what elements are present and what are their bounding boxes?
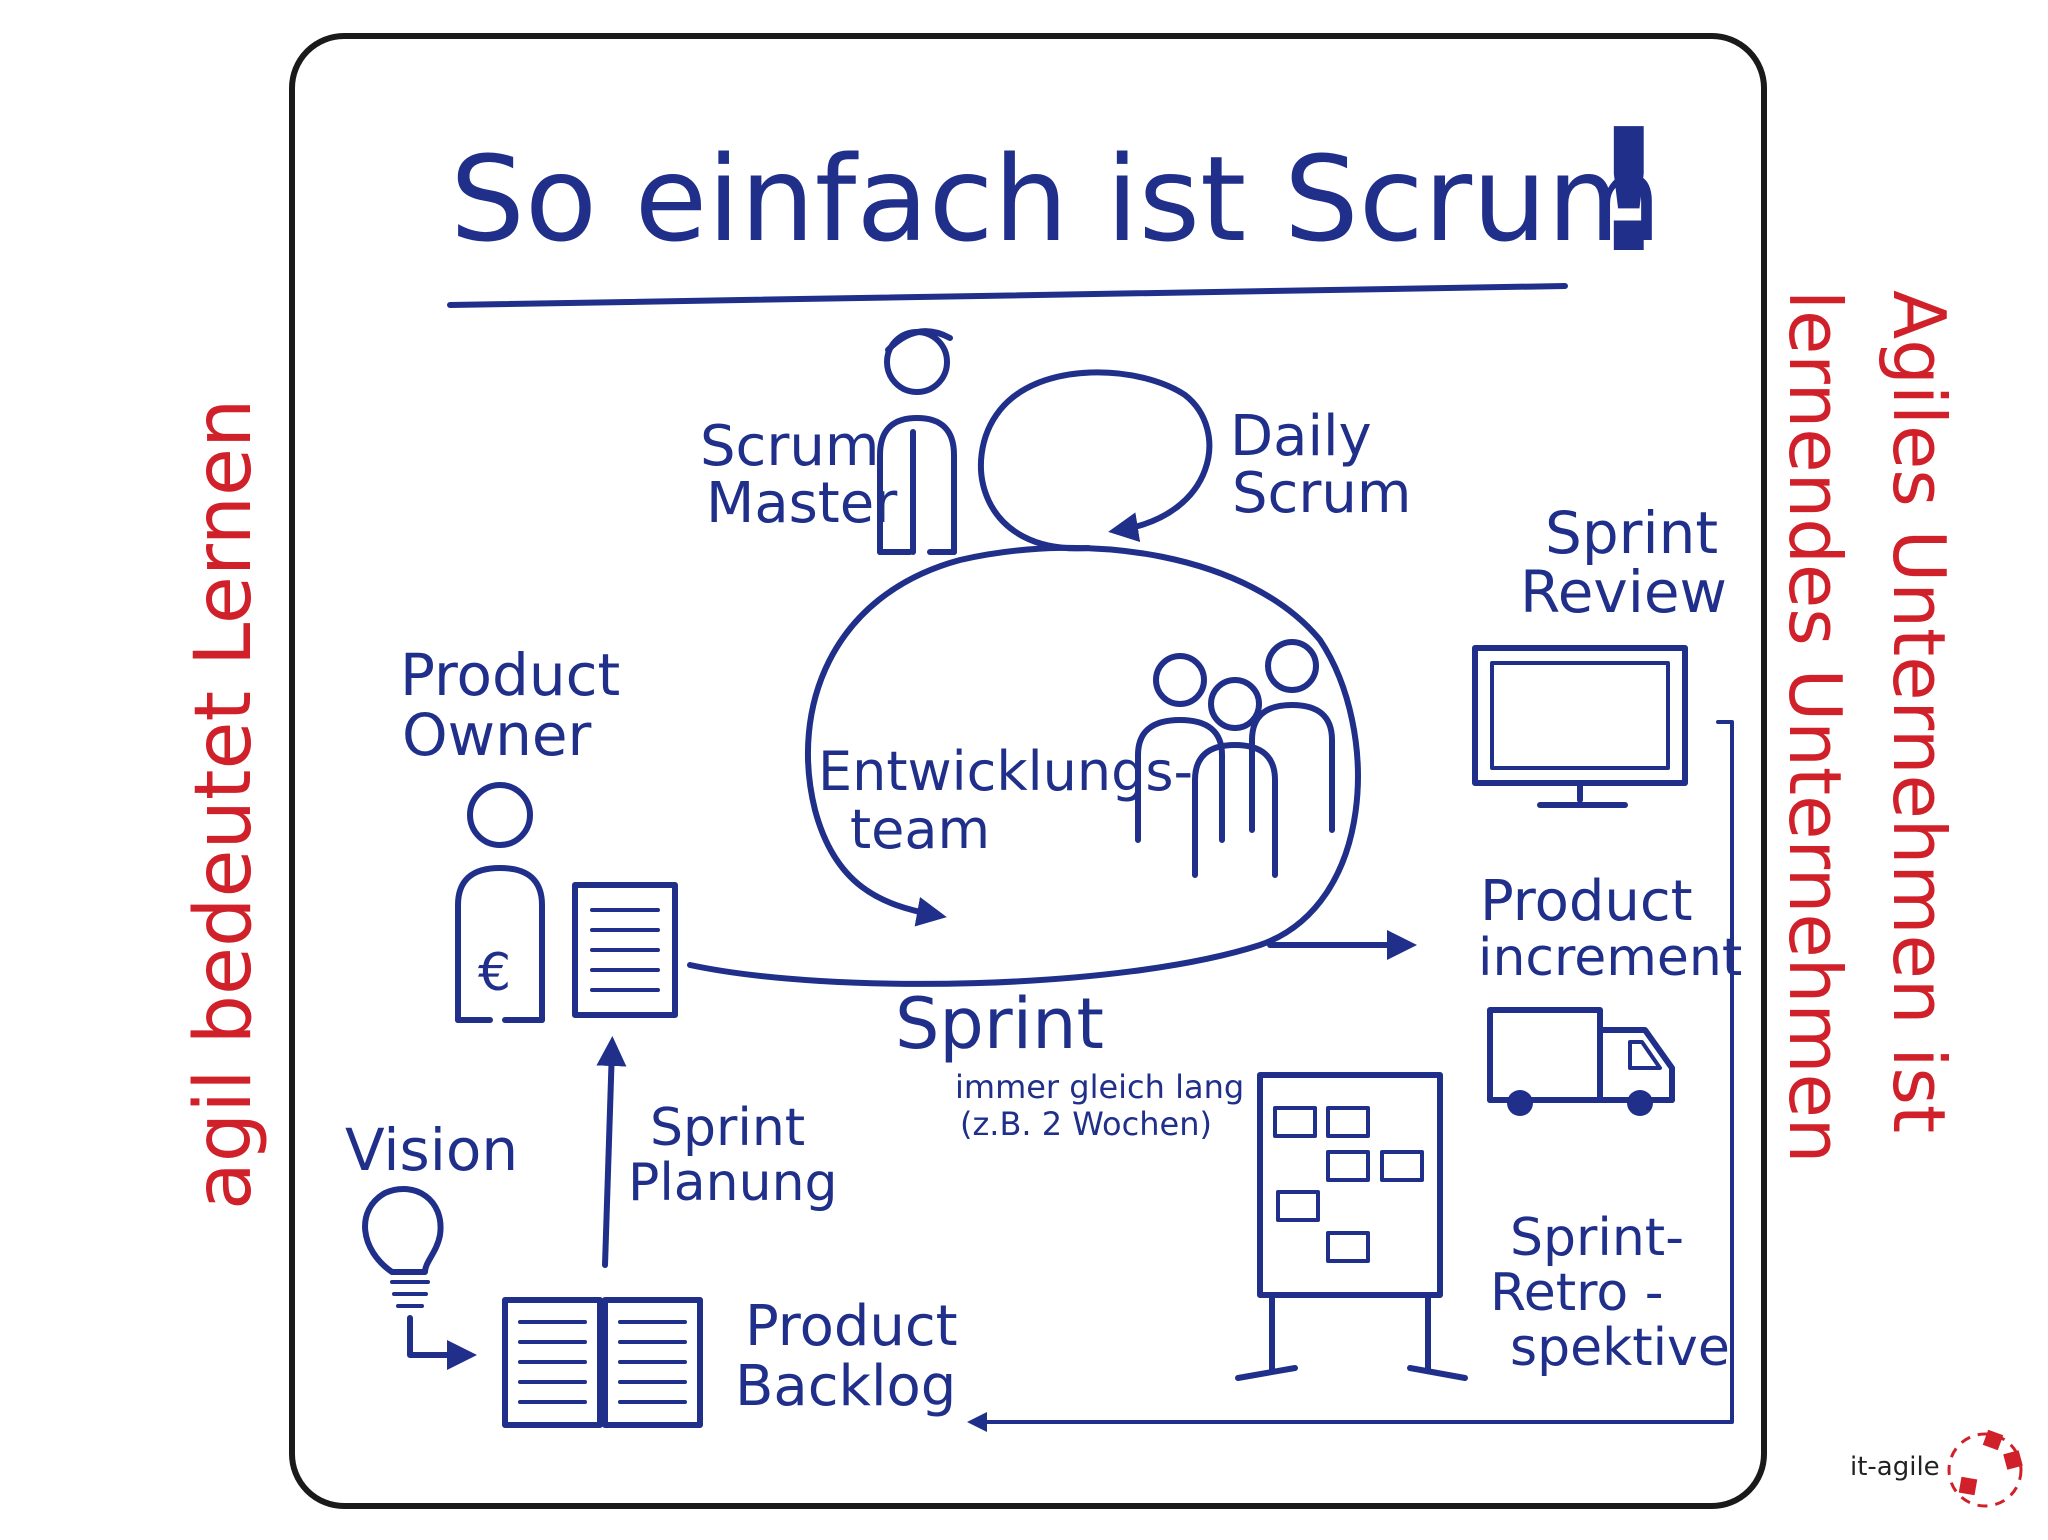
product-increment-label-1: Product [1480,869,1693,934]
sprint-review-label-1: Sprint [1545,499,1718,567]
product-owner-label-1: Product [400,641,620,709]
sprint-planning-label-1: Sprint [650,1098,805,1158]
daily-scrum-label-1: Daily [1230,404,1372,469]
retro-label-3: spektive [1510,1318,1730,1378]
logo-text: it-agile [1850,1452,1940,1482]
dev-team-label-2: team [850,798,990,861]
product-increment-label-2: increment [1478,928,1742,988]
monitor-icon [1472,645,1688,808]
product-owner-label-2: Owner [402,701,592,769]
dev-team-label-1: Entwicklungs- [818,740,1193,803]
diagram-frame [289,33,1767,1509]
sprint-planning-arrow [596,1036,627,1268]
product-backlog-icon [502,1297,703,1428]
sprint-cycle-loop [687,544,1361,987]
daily-scrum-loop [977,369,1213,552]
sprint-backlog-icon [572,882,678,1018]
sprint-note-2: (z.B. 2 Wochen) [960,1105,1212,1143]
sprint-label: Sprint [895,983,1104,1065]
title-underline [447,283,1568,308]
title-exclamation: ! [1590,93,1668,291]
vision-label: Vision [345,1116,518,1184]
sprint-planning-label-2: Planung [628,1153,838,1213]
side-right-text-1: Agiles Unternehmen ist [1877,290,1961,1133]
product-backlog-label-2: Backlog [735,1354,956,1419]
product-owner-figure [455,782,545,1023]
side-left-text: agil bedeutet Lernen [179,399,269,1210]
retro-label-2: Retro - [1490,1263,1664,1323]
euro-icon: € [478,943,511,1003]
product-backlog-label-1: Product [745,1294,958,1359]
lightbulb-icon [362,1186,444,1308]
scrum-master-label-1: Scrum [700,414,879,479]
it-agile-logo: it-agile [1850,1429,2023,1508]
scrum-master-figure [877,328,957,555]
dev-team-figures [1135,639,1335,878]
scrum-master-label-2: Master [706,471,898,536]
sprint-note-1: immer gleich lang [955,1068,1244,1106]
sprint-review-label-2: Review [1520,558,1727,626]
truck-icon [1487,1007,1675,1116]
daily-scrum-label-2: Scrum [1232,461,1411,526]
feedback-loop-arrow [967,720,1734,1432]
side-right-text-2: lernendes Unternehmen [1773,290,1857,1163]
vision-arrow [407,1315,477,1370]
retro-board-icon [1235,1072,1468,1381]
retro-label-1: Sprint- [1510,1208,1684,1268]
page-title: So einfach ist Scrum [450,130,1662,268]
